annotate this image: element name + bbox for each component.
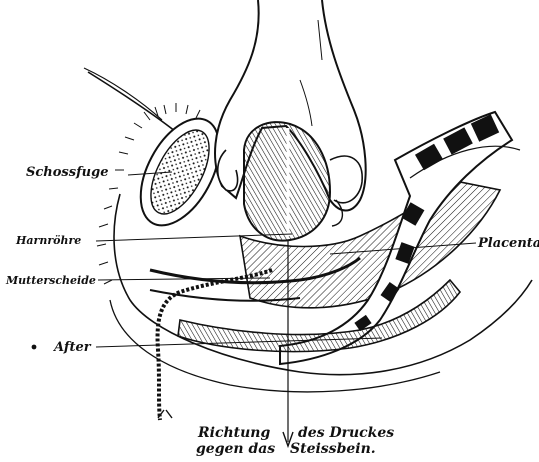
caption-line1-right: des Druckes bbox=[298, 426, 394, 441]
label-placenta: Placenta bbox=[478, 237, 539, 250]
label-mutterscheide: Mutterscheide bbox=[6, 275, 96, 286]
marker-dot bbox=[32, 345, 37, 350]
label-schossfuge: Schossfuge bbox=[26, 166, 108, 179]
label-after: After bbox=[54, 341, 91, 354]
caption-line1-left: Richtung bbox=[198, 426, 270, 441]
caption-line2-right: Steissbein. bbox=[290, 442, 376, 457]
caption-line2-left: gegen das bbox=[196, 442, 275, 457]
label-harnroehre: Harnröhre bbox=[16, 235, 81, 246]
